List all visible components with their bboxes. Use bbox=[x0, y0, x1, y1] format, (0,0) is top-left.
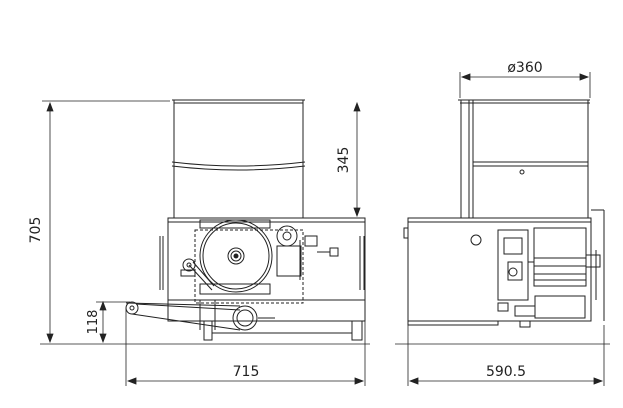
dim-drum-height: 345 bbox=[336, 147, 352, 174]
front-view bbox=[125, 99, 366, 341]
front-feet bbox=[203, 320, 363, 341]
front-lever bbox=[180, 258, 215, 291]
front-drum bbox=[171, 99, 306, 219]
front-conveyor bbox=[125, 300, 275, 331]
dim-drum-diameter: ø360 bbox=[507, 60, 542, 76]
side-view bbox=[403, 99, 605, 328]
side-drum bbox=[460, 99, 590, 218]
side-feet bbox=[407, 320, 531, 328]
dim-front-width: 715 bbox=[233, 364, 260, 380]
dimension-labels: 705 345 118 715 590.5 ø360 bbox=[28, 60, 543, 380]
front-small-wheel bbox=[276, 225, 302, 280]
dim-belt-height: 118 bbox=[86, 310, 101, 335]
dim-side-width: 590.5 bbox=[486, 364, 526, 380]
dim-total-height: 705 bbox=[28, 217, 44, 244]
front-crank bbox=[304, 235, 339, 257]
front-wheel bbox=[199, 219, 273, 295]
side-body bbox=[403, 209, 605, 322]
dimension-lines bbox=[40, 72, 610, 386]
side-post bbox=[458, 99, 472, 219]
side-mechanism bbox=[497, 227, 601, 319]
